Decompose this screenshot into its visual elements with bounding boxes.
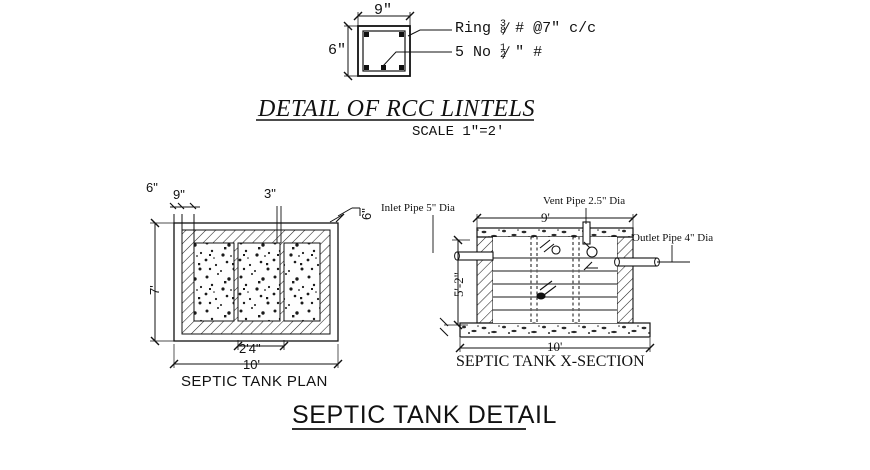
xsection-height-label: 5'-2" <box>451 272 466 297</box>
plan-right-wall-label: 6" <box>359 208 374 220</box>
bar-spec-label: 5 No 1 2 " # <box>455 43 543 62</box>
bar-fraction: 1 2 <box>500 43 510 61</box>
plan-view-title: SEPTIC TANK PLAN <box>181 373 328 390</box>
xsection-overall-label: 10' <box>547 339 563 354</box>
xsection-top-dimension <box>472 213 638 230</box>
plan-wall-left-label: 6" <box>146 180 158 195</box>
plan-overall-dimension <box>169 344 343 369</box>
vent-pipe-label: Vent Pipe 2.5" Dia <box>543 195 626 207</box>
xsection-left-wall <box>476 236 494 324</box>
plan-wall-inner-label: 9" <box>173 187 185 202</box>
xsection-top-dim-label: 9' <box>541 210 550 225</box>
lintel-height-dimension <box>343 21 360 81</box>
plan-top-left-dims <box>169 202 200 245</box>
plan-height-label: 7' <box>147 285 162 295</box>
bar-leader-line <box>382 51 452 67</box>
plan-chamber-3 <box>283 242 321 322</box>
ring-frac-numerator: 3 <box>500 19 507 30</box>
bar-prefix: 5 No <box>455 44 492 61</box>
inlet-pipe-label: Inlet Pipe 5" Dia <box>381 202 455 214</box>
lintel-rebar-dots <box>364 32 404 70</box>
xsection-rebar-symbols <box>536 239 598 300</box>
xsection-interior <box>493 237 617 323</box>
ring-leader-line <box>407 29 452 37</box>
inlet-pipe <box>454 251 494 261</box>
plan-chamber-1 <box>193 242 235 322</box>
lintel-detail-title: DETAIL OF RCC LINTELS <box>258 96 535 122</box>
ring-suffix: # @7" c/c <box>515 20 597 37</box>
lintel-detail-group <box>256 11 534 121</box>
lintel-scale-label: SCALE 1"=2' <box>412 124 505 140</box>
xsection-top-slab <box>476 227 634 238</box>
bar-frac-numerator: 1 <box>500 43 507 54</box>
xsection-view-title: SEPTIC TANK X-SECTION <box>456 353 645 370</box>
lintel-height-label: 6" <box>328 42 347 59</box>
lintel-width-dimension <box>353 11 415 28</box>
lintel-stirrup-ring <box>362 30 406 72</box>
bar-frac-denominator: 2 <box>500 50 507 61</box>
xsection-level-lines <box>493 257 617 311</box>
outlet-pipe-label: Outlet Pipe 4" Dia <box>632 232 714 244</box>
xsection-height-dimension <box>439 235 470 337</box>
ring-prefix: Ring <box>455 20 492 37</box>
xsection-overall-dimension <box>455 338 655 353</box>
plan-chamber-2 <box>237 242 281 322</box>
xsection-partitions <box>530 236 580 324</box>
plan-overall-label: 10' <box>243 357 260 372</box>
plan-partition-leader <box>276 206 282 243</box>
plan-view-group <box>150 202 361 369</box>
lintel-outer-section <box>357 25 411 77</box>
xsection-right-wall <box>616 236 634 324</box>
plan-chamber-dimension <box>233 340 289 351</box>
ring-frac-denominator: 8 <box>500 26 507 37</box>
plan-height-dimension <box>150 218 178 346</box>
vent-pipe <box>582 221 591 245</box>
lintel-width-label: 9" <box>374 2 393 19</box>
bar-suffix: " # <box>515 44 543 61</box>
main-drawing-title: SEPTIC TANK DETAIL <box>292 401 558 429</box>
plan-partition-label: 3" <box>264 186 276 201</box>
xsection-base-slab <box>459 322 651 338</box>
plan-chamber-label: 2'4" <box>239 341 261 356</box>
outlet-pipe <box>614 257 660 267</box>
ring-spec-label: Ring 3 8 # @7" c/c <box>455 19 597 38</box>
ring-fraction: 3 8 <box>500 19 510 37</box>
plan-right-dim <box>329 207 361 223</box>
xsection-view-group <box>432 208 690 353</box>
